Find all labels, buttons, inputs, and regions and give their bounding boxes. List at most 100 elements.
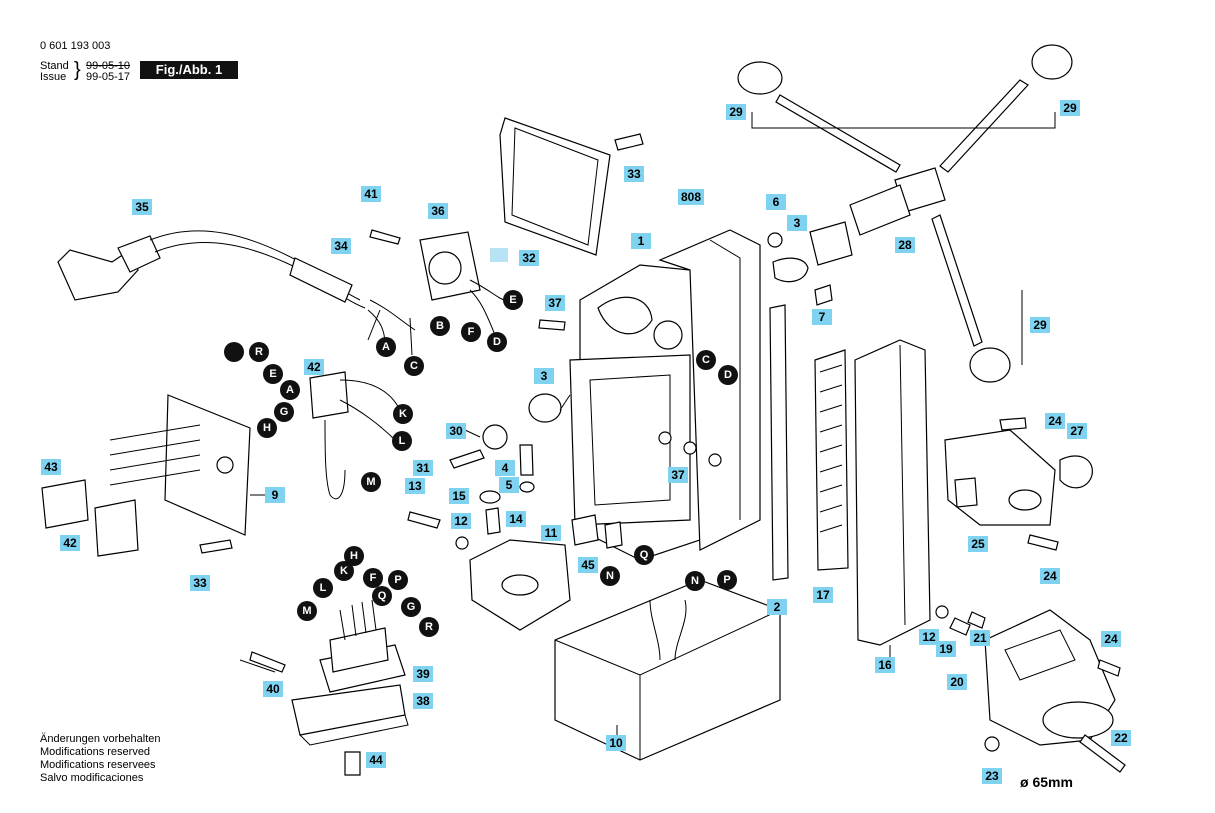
wire-label: R — [249, 342, 269, 362]
part-label: 808 — [678, 189, 705, 205]
part-label: 20 — [947, 674, 967, 690]
wire-label: E — [263, 364, 283, 384]
part-label: 13 — [405, 478, 425, 494]
part-label: 27 — [1067, 423, 1087, 439]
part-label: 41 — [361, 186, 381, 202]
wire-label: Q — [634, 545, 654, 565]
stand-date: 99-05-10 — [86, 60, 131, 72]
part-label: 1 — [631, 233, 651, 249]
part-label: 12 — [451, 513, 471, 529]
part-label: 4 — [495, 460, 515, 476]
wire-label: F — [363, 568, 383, 588]
part-label: 24 — [1101, 631, 1121, 647]
stand-label: Stand — [40, 60, 69, 72]
part-label: 11 — [541, 525, 561, 541]
part-label: 42 — [60, 535, 80, 551]
wire-label: N — [600, 566, 620, 586]
part-label: 34 — [331, 238, 351, 254]
part-label: 9 — [265, 487, 285, 503]
wire-label: K — [334, 561, 354, 581]
part-label: 30 — [446, 423, 466, 439]
magnet-base-drawing — [554, 579, 781, 761]
wire-label: L — [313, 578, 333, 598]
wire-label: R — [419, 617, 439, 637]
power-plug-drawing — [57, 230, 416, 346]
part-label: 7 — [812, 309, 832, 325]
part-label: 12 — [919, 629, 939, 645]
diameter-label: ø 65mm — [1020, 774, 1073, 790]
wire-label: F — [461, 322, 481, 342]
part-label: 17 — [813, 587, 833, 603]
part-label: 33 — [190, 575, 210, 591]
part-label: 28 — [895, 237, 915, 253]
part-label: 10 — [606, 735, 626, 751]
electronics-module-drawing — [249, 599, 409, 776]
part-label: 2 — [767, 599, 787, 615]
part-label: 33 — [624, 166, 644, 182]
cover-plate-drawing — [499, 117, 644, 256]
wire-label — [224, 342, 244, 362]
part-label: 6 — [766, 194, 786, 210]
wire-label: A — [280, 380, 300, 400]
part-label: 22 — [1111, 730, 1131, 746]
part-label: 25 — [968, 536, 988, 552]
wire-label: E — [503, 290, 523, 310]
part-label: 16 — [875, 657, 895, 673]
wire-label: P — [717, 570, 737, 590]
base-foot-drawing — [935, 605, 1126, 773]
part-label: 24 — [1045, 413, 1065, 429]
switch-assembly-drawing — [369, 229, 506, 336]
part-label: 42 — [304, 359, 324, 375]
wire-label: L — [392, 431, 412, 451]
part-label: 37 — [668, 467, 688, 483]
modification-notes: Änderungen vorbehalten Modifications res… — [40, 733, 160, 785]
issue-label: Issue — [40, 71, 67, 83]
part-label: 24 — [1040, 568, 1060, 584]
part-label: 29 — [726, 104, 746, 120]
part-label: 29 — [1060, 100, 1080, 116]
wire-label: K — [393, 404, 413, 424]
part-label: 45 — [578, 557, 598, 573]
switch-plate-drawing — [41, 371, 401, 557]
rack-column-drawing — [769, 304, 931, 646]
part-label: 3 — [787, 215, 807, 231]
part-label: 37 — [545, 295, 565, 311]
terminal-cover-drawing — [469, 514, 623, 631]
note-line: Modifications reservees — [40, 759, 156, 771]
bracket-drawing — [944, 417, 1093, 551]
wire-label: B — [430, 316, 450, 336]
figure-label: Fig./Abb. 1 — [140, 61, 238, 79]
part-label: 23 — [982, 768, 1002, 784]
part-label: 31 — [413, 460, 433, 476]
part-label: 14 — [506, 511, 526, 527]
wire-label: G — [274, 402, 294, 422]
note-line: Salvo modificaciones — [40, 772, 144, 784]
doc-number: 0 601 193 003 — [40, 40, 111, 52]
part-label: 36 — [428, 203, 448, 219]
note-line: Änderungen vorbehalten — [40, 733, 161, 745]
wire-label: M — [361, 472, 381, 492]
issue-date: 99-05-17 — [86, 71, 131, 83]
wire-label: D — [487, 332, 507, 352]
small-parts-drawing — [199, 319, 722, 554]
wire-label: H — [257, 418, 277, 438]
wire-label: C — [696, 350, 716, 370]
part-label: 39 — [413, 666, 433, 682]
feed-shaft-handles-drawing — [737, 44, 1073, 383]
color-swatch — [490, 248, 508, 262]
part-label: 21 — [970, 630, 990, 646]
part-label: 19 — [936, 641, 956, 657]
part-label: 44 — [366, 752, 386, 768]
part-label: 40 — [263, 681, 283, 697]
part-label: 15 — [449, 488, 469, 504]
part-label: 32 — [519, 250, 539, 266]
motor-housing-drawing — [569, 229, 761, 561]
wire-label: G — [401, 597, 421, 617]
part-label: 35 — [132, 199, 152, 215]
brace-icon: } — [74, 59, 81, 81]
wire-label: D — [718, 365, 738, 385]
part-label: 38 — [413, 693, 433, 709]
wire-label: C — [404, 356, 424, 376]
